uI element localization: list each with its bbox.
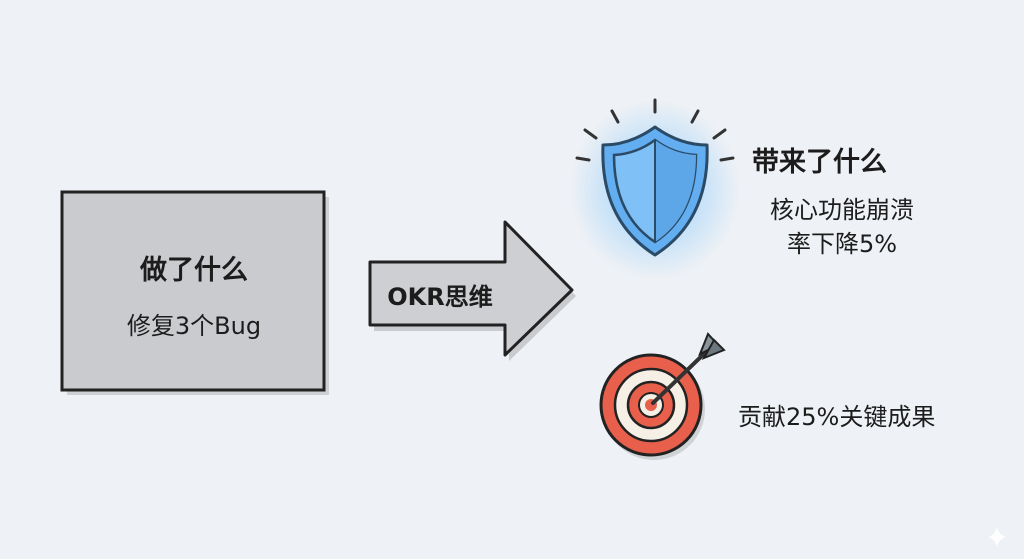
target-icon (599, 332, 726, 460)
okr-label: OKR思维 (387, 283, 493, 311)
result-line2: 率下降5% (786, 230, 898, 258)
contribution-text: 贡献25%关键成果 (738, 403, 936, 431)
action-box (60, 190, 329, 395)
okr-arrow (368, 220, 576, 361)
action-title: 做了什么 (140, 255, 248, 286)
shield-icon (570, 98, 740, 280)
result-line1: 核心功能崩溃 (770, 196, 914, 224)
sparkle-icon (988, 527, 1006, 547)
action-content: 修复3个Bug (126, 312, 262, 340)
result-title: 带来了什么 (752, 147, 887, 178)
